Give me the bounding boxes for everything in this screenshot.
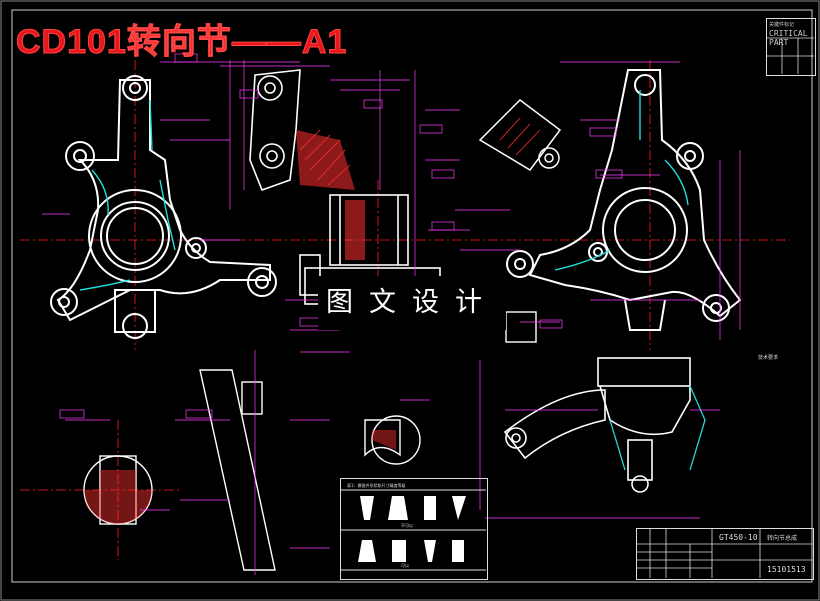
knuckle-view-left-edges — [79, 99, 176, 291]
knuckle-view-left — [50, 75, 277, 339]
title-block-name: 转向节总成 — [767, 535, 798, 542]
title-block: GT450-10 转向节总成 15101513 — [636, 528, 814, 580]
drawing-frame — [11, 9, 813, 583]
knuckle-view-iso-edges — [609, 385, 706, 471]
dimension-lines — [42, 60, 741, 575]
forging-table-figures — [358, 496, 466, 562]
watermark: 图文设计 — [318, 276, 506, 330]
title-block-grid — [636, 528, 812, 578]
drawing-title: CD101转向节——A1 — [15, 23, 348, 62]
critical-part-label: 关键件标记 — [769, 22, 795, 28]
knuckle-view-right — [506, 69, 742, 331]
section-hatching — [296, 130, 365, 260]
notes-header: 技术要求 — [758, 355, 779, 361]
title-block-material: GT450-10 — [719, 533, 758, 542]
arm-hatch — [499, 117, 541, 156]
detail-hatch — [84, 430, 396, 524]
critical-box-grid — [766, 37, 814, 74]
table-bottom-label: 可以 — [401, 563, 409, 568]
knuckle-view-iso — [503, 357, 691, 493]
detail-views — [83, 311, 537, 571]
arm-partial-view — [478, 99, 562, 171]
table-mid-label: 不可以 — [401, 523, 413, 528]
title-block-code: 15101513 — [767, 565, 806, 574]
critical-part-text: CRITICAL PART — [769, 29, 808, 47]
forging-grade-table: 表1：模锻件形状和尺寸精度等级 不可以 可以 — [340, 478, 488, 580]
forging-table-grid — [340, 489, 486, 571]
section-hatch-lines — [299, 129, 351, 186]
critical-part-box: 关键件标记 CRITICAL PART — [766, 18, 816, 76]
knuckle-view-right-edges — [554, 90, 689, 271]
technical-notes: 技术要求 — [734, 355, 800, 362]
gdt-frames — [59, 53, 623, 419]
table-caption: 表1：模锻件形状和尺寸精度等级 — [347, 483, 406, 488]
section-view-center — [249, 69, 441, 305]
